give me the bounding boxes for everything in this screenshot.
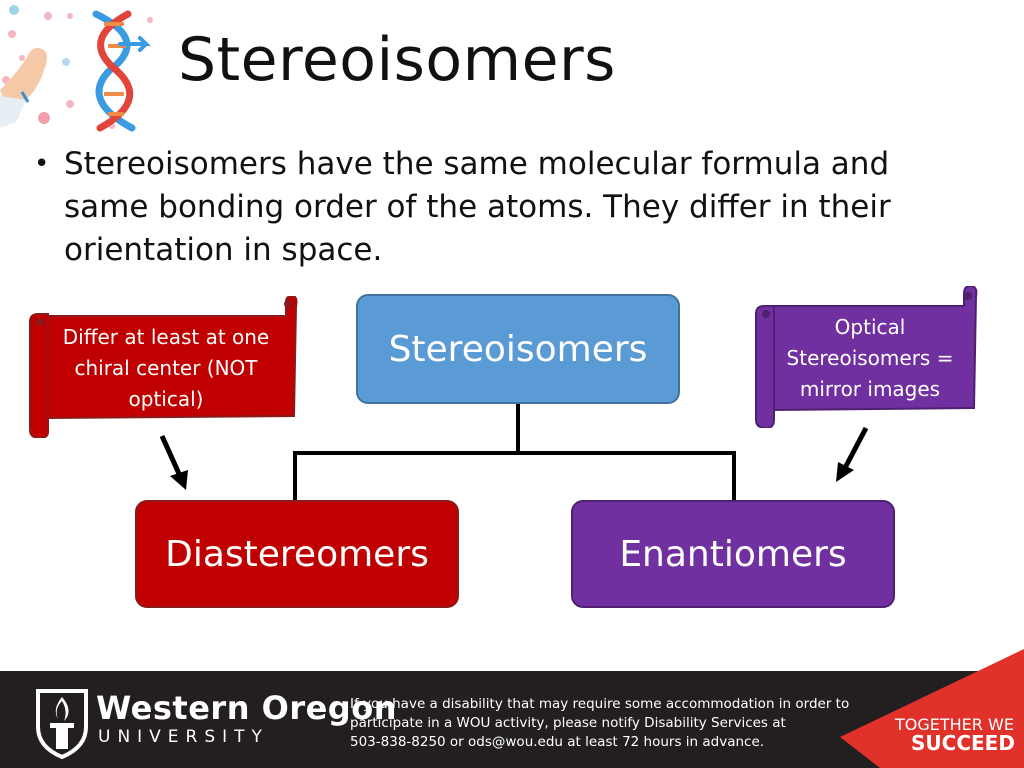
accessibility-notice-line-3: 503-838-8250 or ods@wou.edu at least 72 … (350, 734, 765, 750)
bullet-icon: • (34, 149, 50, 179)
hierarchy-connectors (159, 404, 869, 500)
right-note-scroll (755, 286, 978, 428)
left-note-text: Differ at least at one chiral center (NO… (62, 325, 270, 411)
enantiomers-box: Enantiomers (571, 500, 895, 608)
stereoisomers-box: Stereoisomers (356, 294, 680, 404)
university-subtitle: UNIVERSITY (98, 727, 269, 747)
bullet-text: Stereoisomers have the same molecular fo… (64, 146, 891, 268)
tagline-top: TOGETHER WE (895, 715, 1014, 734)
dna-science-illustration (0, 5, 153, 132)
university-name: Western Oregon (96, 689, 397, 727)
diastereomers-box: Diastereomers (135, 500, 459, 608)
right-note-text: Optical Stereoisomers = mirror images (786, 315, 954, 401)
accessibility-notice-line-2: participate in a WOU activity, please no… (350, 715, 786, 731)
torch-logo-icon (36, 689, 88, 759)
slide-title: Stereoisomers (178, 25, 616, 95)
red-corner-accent (840, 649, 1024, 768)
left-note-scroll (29, 296, 298, 438)
accessibility-notice-line-1: If you have a disability that may requir… (350, 696, 850, 712)
university-footer: Western Oregon UNIVERSITY If you have a … (0, 649, 1024, 768)
tagline-bottom: SUCCEED (911, 731, 1015, 755)
